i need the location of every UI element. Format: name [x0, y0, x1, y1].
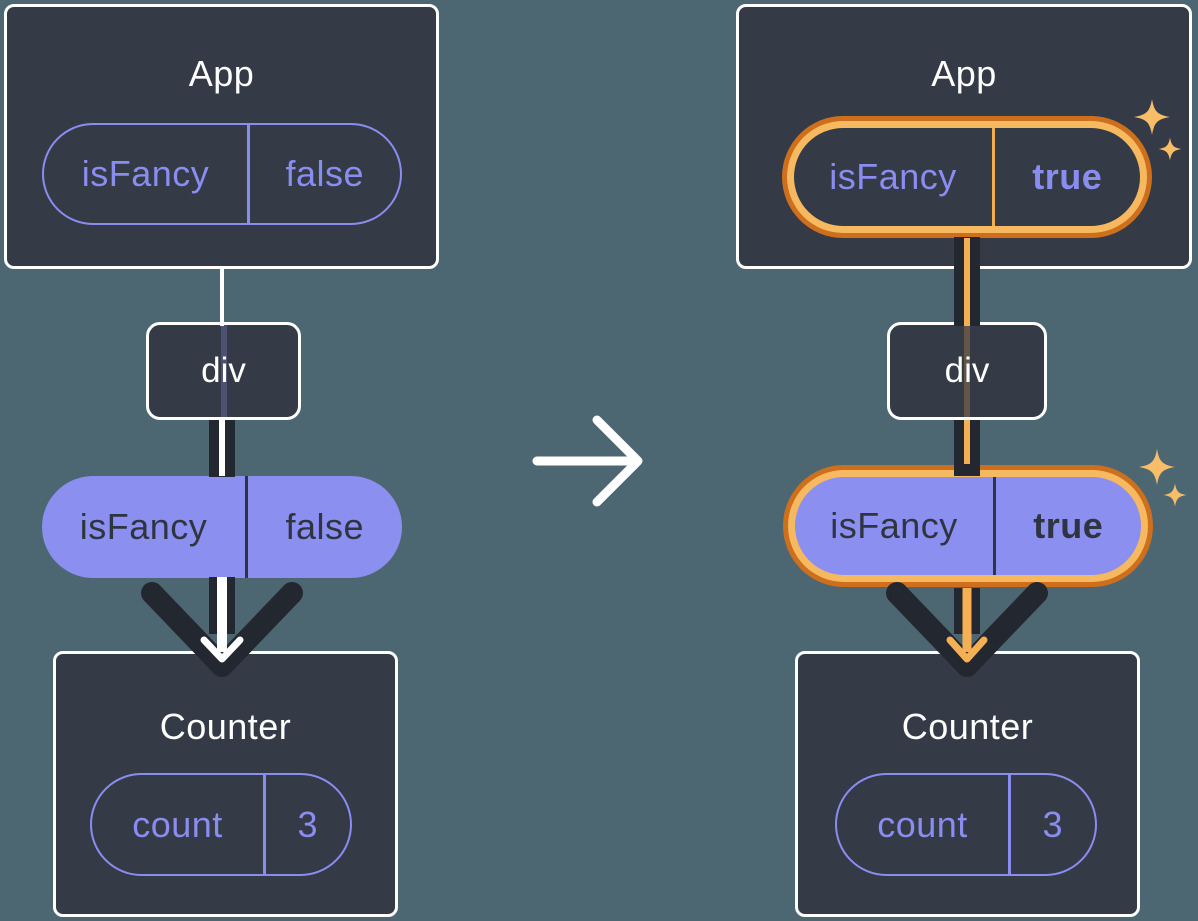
pill-divider	[245, 476, 248, 578]
before-div-label: div	[201, 351, 246, 390]
before-counter-title: Counter	[159, 706, 292, 747]
after-app-prop-pill-highlighted: isFancy true	[794, 128, 1140, 226]
prop-name: isFancy	[81, 153, 210, 194]
prop-value-changed: true	[1032, 156, 1103, 197]
after-div-card: div	[887, 322, 1047, 420]
state-name: count	[132, 803, 223, 845]
before-div-card: div	[146, 322, 301, 420]
state-name: count	[877, 803, 968, 845]
prop-value: false	[285, 153, 365, 194]
state-value: 3	[297, 803, 319, 845]
state-value: 3	[1042, 803, 1064, 845]
arrow-right-icon	[532, 415, 643, 507]
prop-value-changed: true	[1033, 505, 1104, 546]
before-passed-prop-pill: isFancy false	[42, 476, 402, 578]
after-passed-prop-pill-highlighted: isFancy true	[795, 477, 1141, 575]
prop-name: isFancy	[79, 506, 208, 547]
prop-name: isFancy	[829, 156, 957, 197]
before-counter-state-pill: count 3	[90, 773, 352, 876]
before-app-title: App	[188, 53, 255, 94]
shaft-through-div	[964, 325, 970, 417]
prop-name: isFancy	[830, 505, 958, 546]
pill-divider	[1008, 775, 1011, 874]
after-div-label: div	[944, 351, 990, 390]
pill-divider	[247, 125, 250, 223]
pill-divider	[263, 775, 266, 874]
prop-value: false	[285, 506, 365, 547]
sparkles-icon	[1139, 449, 1187, 507]
before-app-prop-pill: isFancy false	[42, 123, 402, 225]
pill-divider	[993, 477, 996, 575]
after-counter-title: Counter	[901, 706, 1034, 747]
pill-divider	[992, 128, 995, 226]
shaft-through-div	[220, 325, 227, 417]
after-counter-state-pill: count 3	[835, 773, 1097, 876]
after-app-title: App	[931, 53, 997, 94]
